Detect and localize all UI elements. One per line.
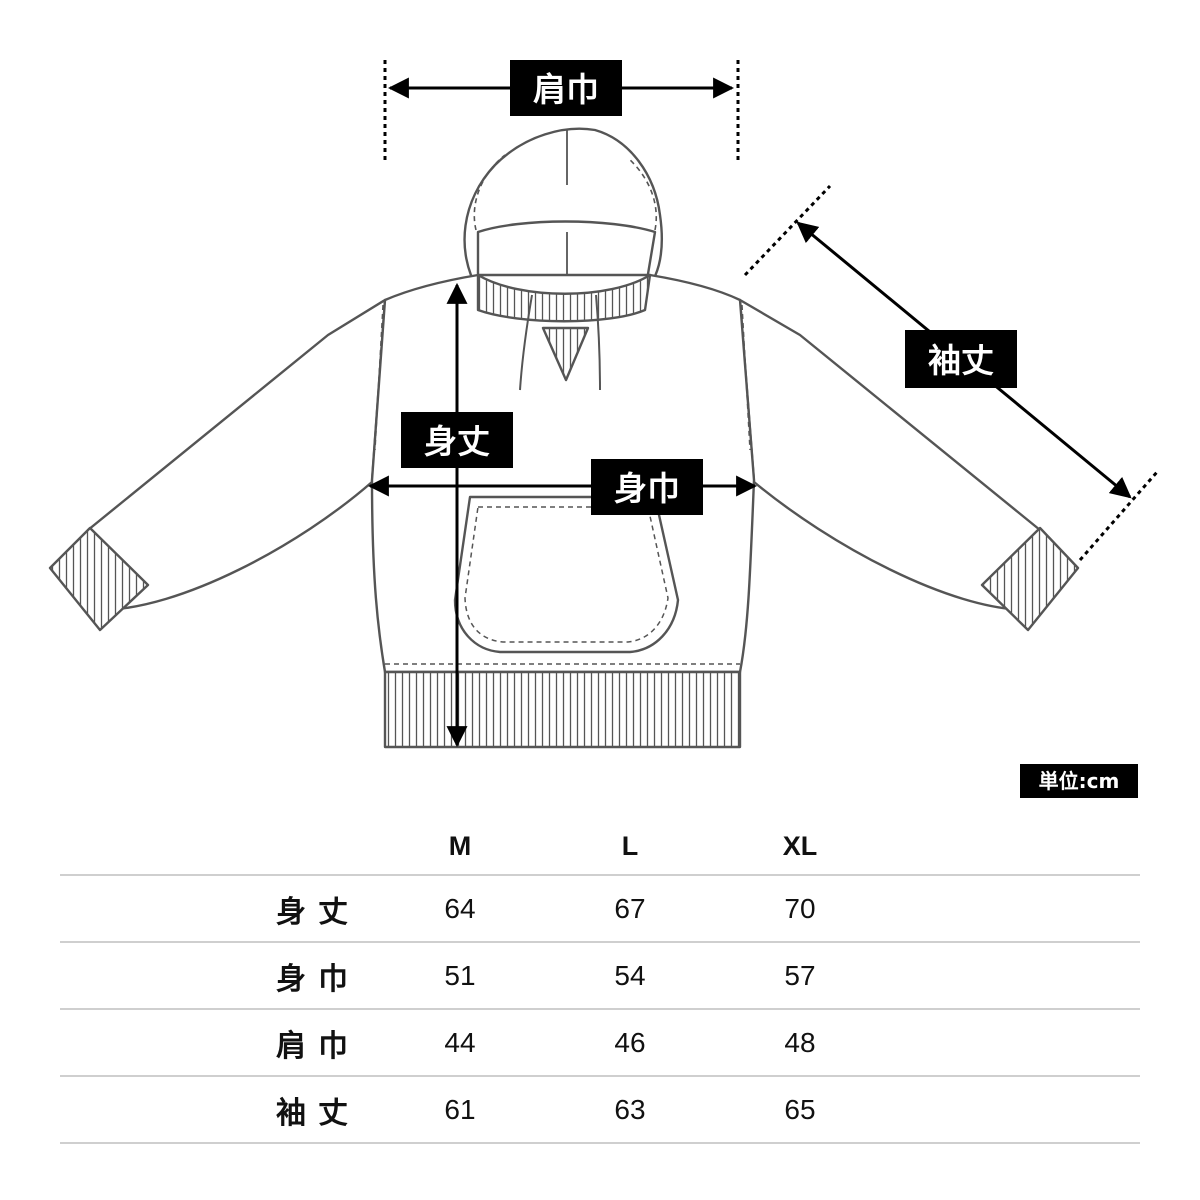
header-size-xl: XL <box>740 818 860 876</box>
cell-spacer <box>860 1009 1140 1077</box>
row-label: 身巾 <box>60 942 400 1010</box>
row-label: 袖丈 <box>60 1076 400 1144</box>
cell-value: 64 <box>400 875 520 943</box>
table-row: 肩巾 44 46 48 <box>60 1009 1140 1077</box>
cell-spacer <box>860 875 1140 943</box>
table-row: 身巾 51 54 57 <box>60 942 1140 1010</box>
header-size-m: M <box>400 818 520 876</box>
cell-spacer <box>860 1076 1140 1144</box>
size-table: M L XL 身丈 64 67 70 身巾 51 54 57 肩巾 44 46 … <box>60 818 1140 1144</box>
row-label: 肩巾 <box>60 1009 400 1077</box>
cell-value: 57 <box>740 942 860 1010</box>
label-length: 身丈 <box>401 412 513 468</box>
cell-value: 70 <box>740 875 860 943</box>
row-label: 身丈 <box>60 875 400 943</box>
label-shoulder-text: 肩巾 <box>533 70 599 109</box>
cell-value: 51 <box>400 942 520 1010</box>
cell-value: 44 <box>400 1009 520 1077</box>
cell-value: 48 <box>740 1009 860 1077</box>
label-chest: 身巾 <box>591 459 703 515</box>
label-length-text: 身丈 <box>424 422 490 461</box>
header-spacer <box>860 818 1140 876</box>
unit-badge: 単位:cm <box>1020 764 1138 798</box>
header-empty <box>60 818 400 876</box>
cell-value: 61 <box>400 1076 520 1144</box>
cell-value: 54 <box>520 942 740 1010</box>
hoodie-outline <box>48 127 1080 749</box>
hoodie-diagram: 肩巾 袖丈 身丈 身巾 <box>48 60 1159 749</box>
cell-value: 65 <box>740 1076 860 1144</box>
label-chest-text: 身巾 <box>614 469 680 508</box>
cell-value: 46 <box>520 1009 740 1077</box>
table-row: 身丈 64 67 70 <box>60 875 1140 943</box>
table-header-row: M L XL <box>60 818 1140 876</box>
label-sleeve-text: 袖丈 <box>928 341 994 380</box>
header-size-l: L <box>520 818 740 876</box>
label-sleeve: 袖丈 <box>905 330 1017 388</box>
cell-spacer <box>860 942 1140 1010</box>
cell-value: 63 <box>520 1076 740 1144</box>
table-row: 袖丈 61 63 65 <box>60 1076 1140 1144</box>
cell-value: 67 <box>520 875 740 943</box>
label-shoulder: 肩巾 <box>510 60 622 116</box>
